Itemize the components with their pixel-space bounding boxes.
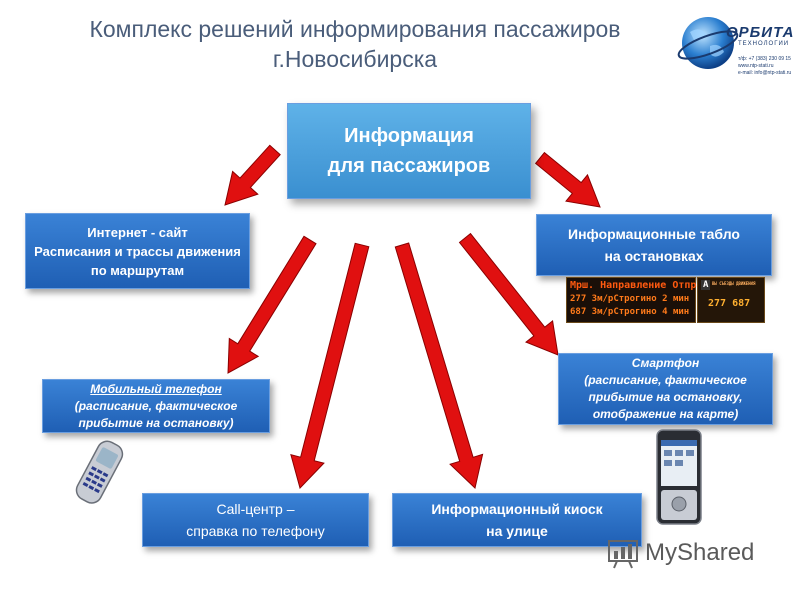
node-mobile-phone: Мобильный телефон (расписание, фактическ… bbox=[42, 379, 270, 433]
smartphone-icon bbox=[656, 429, 702, 525]
arrow-to-tablo bbox=[534, 151, 601, 208]
node-call-center: Call-центр – справка по телефону bbox=[142, 493, 369, 547]
led-board-row-2: 687 Зм/рСтрогино 4 мин bbox=[570, 307, 690, 317]
node-callcenter-line-2: справка по телефону bbox=[186, 523, 325, 539]
globe-logo-icon bbox=[677, 17, 739, 69]
mobile-phone-icon bbox=[75, 440, 124, 504]
node-smartphone-line-3: прибытие на остановку, bbox=[588, 390, 743, 404]
page-title: Комплекс решений информирования пассажир… bbox=[40, 14, 670, 74]
node-internet-site: Интернет - сайт Расписания и трассы движ… bbox=[25, 213, 250, 289]
logo-contact-email: e-mail: info@ntp-stati.ru bbox=[738, 70, 792, 76]
center-node-line-2: для пассажиров bbox=[327, 155, 491, 177]
logo-name-line-2: ТЕХНОЛОГИИ bbox=[738, 41, 790, 47]
title-line-1: Комплекс решений информирования пассажир… bbox=[89, 16, 621, 42]
node-tablo-line-2: на остановках bbox=[604, 248, 704, 264]
led-board-row-1: 277 Зм/рСтрогино 2 мин bbox=[570, 294, 690, 304]
node-info-kiosk: Информационный киоск на улице bbox=[392, 493, 642, 547]
arrow-to-callcenter bbox=[290, 242, 370, 489]
led-side-numbers: 277 687 bbox=[708, 298, 751, 309]
node-internet-line-3: по маршрутам bbox=[90, 262, 185, 278]
arrow-to-kiosk bbox=[394, 242, 484, 489]
node-info-tablo: Информационные табло на остановках bbox=[536, 214, 772, 276]
node-callcenter-line-1: Call-центр – bbox=[216, 501, 295, 517]
arrow-to-internet bbox=[224, 144, 281, 206]
node-smartphone-line-1: Смартфон bbox=[631, 356, 700, 370]
title-line-2: г.Новосибирска bbox=[272, 46, 438, 72]
myshared-logo-icon bbox=[608, 540, 638, 569]
node-internet-line-1: Интернет - сайт bbox=[87, 224, 188, 240]
logo-name-line-1: ОРБИТА bbox=[726, 24, 795, 41]
led-board-image: Мрш. Направление Отправ 277 Зм/рСтрогино… bbox=[566, 277, 708, 323]
node-mobile-line-3: прибытие на остановку) bbox=[78, 415, 234, 430]
node-tablo-line-1: Информационные табло bbox=[568, 226, 740, 242]
company-logo: ОРБИТА ТЕХНОЛОГИИ т/ф: +7 (383) 230 09 1… bbox=[676, 8, 794, 86]
logo-contact-phone: т/ф: +7 (383) 230 09 15 bbox=[738, 56, 791, 62]
led-board-header: Мрш. Направление Отправ bbox=[570, 280, 709, 291]
node-internet-line-2: Расписания и трассы движения bbox=[34, 243, 241, 259]
led-side-text: ВЫ СЪЕЗДЫ ДВИЖЕНИЯ bbox=[712, 281, 756, 286]
node-smartphone-line-4: отображение на карте) bbox=[592, 407, 739, 421]
node-kiosk-line-2: на улице bbox=[486, 523, 548, 539]
node-mobile-line-2: (расписание, фактическое bbox=[74, 398, 238, 413]
node-smartphone-line-2: (расписание, фактическое bbox=[584, 373, 747, 387]
led-side-label: А bbox=[701, 280, 711, 290]
led-board-side-image: А ВЫ СЪЕЗДЫ ДВИЖЕНИЯ 277 687 bbox=[697, 277, 765, 323]
watermark: MyShared bbox=[607, 537, 777, 571]
node-kiosk-line-1: Информационный киоск bbox=[431, 501, 603, 517]
center-node-passenger-info: Информация для пассажиров bbox=[287, 103, 531, 199]
center-node-line-1: Информация bbox=[344, 125, 474, 147]
logo-contact-web: www.ntp-stati.ru bbox=[738, 63, 774, 69]
arrow-to-smartphone bbox=[458, 232, 559, 356]
arrow-to-mobile bbox=[227, 235, 317, 374]
watermark-text: MyShared bbox=[645, 539, 755, 566]
node-smartphone: Смартфон (расписание, фактическое прибыт… bbox=[558, 353, 773, 425]
node-mobile-line-1: Мобильный телефон bbox=[90, 381, 222, 396]
